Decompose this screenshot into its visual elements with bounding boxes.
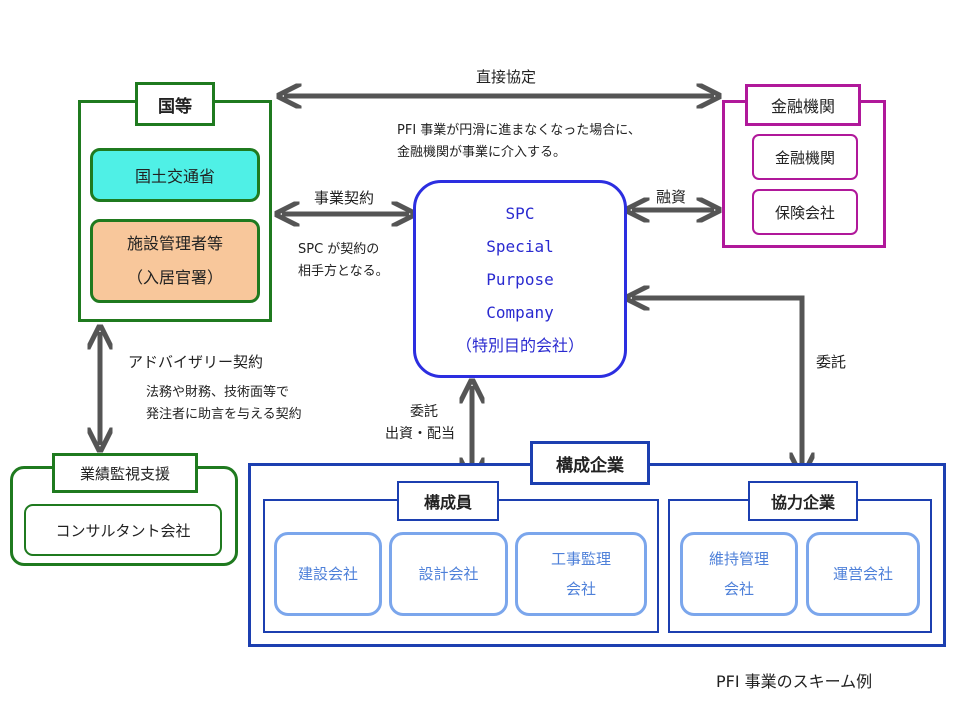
facility-manager-box: 施設管理者等 （入居官署） [90,219,260,303]
construction-label: 構成企業 [530,441,650,485]
consignment-left-label: 委託 [410,404,438,420]
company-line-2: 会社 [565,580,596,598]
direct-agreement-label: 直接協定 [476,68,537,86]
figure-caption: PFI 事業のスキーム例 [716,672,873,691]
consultant-box: コンサルタント会社 [24,504,222,556]
company-line-1: 運営会社 [832,565,893,583]
bank-box: 金融機関 [752,134,858,180]
facility-manager-text: 施設管理者等 [126,234,223,253]
spc-line-1: SPC [505,203,535,223]
spc-partners-arrow [632,298,802,470]
advisory-contract-label: アドバイザリー契約 [128,353,264,371]
spc-line-2: Special [486,236,554,256]
construction-company-box: 建設会社 [274,532,382,616]
occupant-office-text: （入居官署） [126,268,223,287]
spc-line-3: Purpose [486,269,554,289]
advisory-note-2: 発注者に助言を与える契約 [146,407,302,422]
company-line-2: 会社 [723,580,754,598]
direct-agreement-note-1: PFI 事業が円滑に進まなくなった場合に、 [397,123,641,138]
ministry-box: 国土交通省 [90,148,260,202]
members-label: 構成員 [397,481,499,521]
financing-label: 融資 [656,188,687,206]
advisory-note-1: 法務や財務、技術面等で [146,385,290,400]
consultant-label: 業績監視支援 [52,453,198,493]
finance-label: 金融機関 [745,84,861,126]
company-line-1: 設計会社 [418,565,479,583]
government-label: 国等 [135,82,215,126]
spc-line-4: Company [486,302,554,322]
operation-company-box: 運営会社 [806,532,920,616]
company-line-1: 維持管理 [708,550,769,568]
investment-dividend-label: 出資・配当 [385,426,455,442]
consignment-right-label: 委託 [816,353,847,371]
company-line-1: 建設会社 [297,565,358,583]
business-contract-note-1: SPC が契約の [298,242,380,257]
direct-agreement-note-2: 金融機関が事業に介入する。 [397,145,567,160]
spc-line-5: （特別目的会社） [455,335,584,355]
supervision-company-box: 工事監理 会社 [515,532,647,616]
spc-box: SPC Special Purpose Company （特別目的会社） [413,180,627,378]
maintenance-company-box: 維持管理 会社 [680,532,798,616]
business-contract-label: 事業契約 [314,189,375,207]
insurance-box: 保険会社 [752,189,858,235]
partners-label: 協力企業 [748,481,858,521]
company-line-1: 工事監理 [550,550,611,568]
business-contract-note-2: 相手方となる。 [298,264,389,279]
design-company-box: 設計会社 [389,532,508,616]
